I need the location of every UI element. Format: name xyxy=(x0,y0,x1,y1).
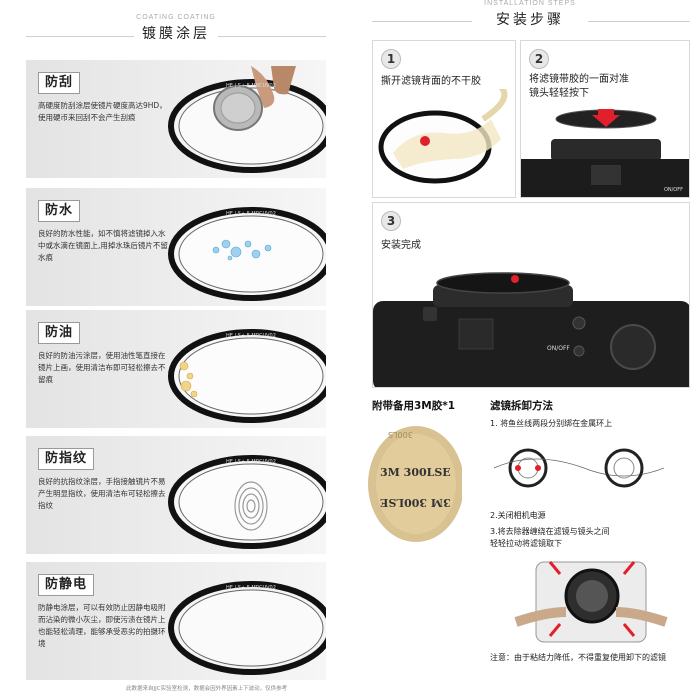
red-marker-dot xyxy=(511,275,519,283)
coating-row-water: 防水 良好的防水性能，如不慎将滤镜掉入水中或水滴在镜面上,用掉水珠后镜片不留水痕… xyxy=(26,188,326,306)
footnote: 此数据来自JJC实验室检测，数据会因外界因素上下波动，仅供参考 xyxy=(126,686,288,692)
filter-ring-image: HE | S+ F-MRCUV02 xyxy=(168,207,326,301)
coating-row-title: 防静电 xyxy=(38,574,95,596)
install-header-cn: 安装步骤 xyxy=(496,12,564,28)
coin-image xyxy=(213,85,263,131)
tape-text: 3M 300LSE xyxy=(380,496,451,509)
filter-ring-image: HE | S+ F-MRCUV02 xyxy=(168,455,326,549)
step-number: 2 xyxy=(529,49,549,69)
coating-header-cn: 镀膜涂层 xyxy=(142,26,210,42)
coating-row-title: 防指纹 xyxy=(38,448,95,470)
install-step-1: 1 撕开滤镜背面的不干胶 xyxy=(372,40,516,198)
header-divider xyxy=(218,36,326,37)
ring-engraving-text: HE | S+ F-MRCUV02 xyxy=(226,585,276,591)
removal-note: 注意：由于粘结力降低，不得重复使用卸下的滤镜 xyxy=(490,653,666,662)
water-drops-image xyxy=(212,239,272,261)
coating-row-title: 防水 xyxy=(38,200,81,222)
coating-header-en: COATING COATING xyxy=(136,14,216,21)
arrow-down-icon xyxy=(592,109,620,127)
camera-installed-image xyxy=(373,272,689,387)
tape-text: 3M 300LSE xyxy=(380,466,451,479)
camera-label: ON/OFF xyxy=(547,345,570,352)
ring-engraving-text: HE | S+ F-MRCUV02 xyxy=(226,459,276,465)
arrow-icon xyxy=(548,623,636,637)
filter-ring-image: HE | S+ F-MRCUV02 xyxy=(168,581,326,675)
coating-row-oil: 防油 良好的防油污涂层，使用油性笔直接在镜片上画，使用清洁布即可轻松擦去不留痕 … xyxy=(26,310,326,428)
removal-step-1: 1. 将鱼丝线两段分别绑在金属环上 xyxy=(490,419,613,428)
coating-row-title: 防油 xyxy=(38,322,81,344)
coating-row-desc: 防静电涂层，可以有效防止因静电吸附而沾染的微小灰尘，即使污渍在镜片上也能轻松清理… xyxy=(38,603,166,648)
header-divider xyxy=(26,36,134,37)
filter-ring-image: HE | S+ F-MRCUV02 xyxy=(168,329,326,423)
fingerprint-icon xyxy=(234,481,268,531)
removal-step-2: 2.关闭相机电源 xyxy=(490,511,546,520)
spare-tape-title: 附带备用3M胶*1 xyxy=(372,400,456,412)
coating-row-desc: 良好的防油污涂层，使用油性笔直接在镜片上画，使用清洁布即可轻松擦去不留痕 xyxy=(38,351,166,384)
camera-label: ON/OFF xyxy=(663,187,683,193)
coating-row-fingerprint: 防指纹 良好的抗指纹涂层，手指接触镜片不易产生明显指纹，使用清洁布可轻松擦去指纹… xyxy=(26,436,326,554)
step-text: 将滤镜带胶的一面对准 镜头轻轻按下 xyxy=(529,74,629,99)
step-text: 撕开滤镜背面的不干胶 xyxy=(381,76,481,87)
step-number: 1 xyxy=(381,49,401,69)
step-text: 安装完成 xyxy=(381,240,421,251)
arrow-icon xyxy=(548,561,636,575)
removal-step-3: 3.将去除器缠绕在滤镜与镜头之间 轻轻拉动将滤镜取下 xyxy=(490,527,610,548)
step-number: 3 xyxy=(381,211,401,231)
ring-engraving-text: HE | S+ F-MRCUV02 xyxy=(226,333,276,339)
coating-row-antistatic: 防静电 防静电涂层，可以有效防止因静电吸附而沾染的微小灰尘，即使污渍在镜片上也能… xyxy=(26,562,326,680)
install-header: INSTALLATION STEPS 安装步骤 xyxy=(370,0,690,29)
install-step-3: 3 安装完成 ON/OFF xyxy=(372,202,690,388)
header-divider xyxy=(588,21,690,22)
mode-dial-icon xyxy=(610,324,656,370)
coating-row-desc: 良好的抗指纹涂层，手指接触镜片不易产生明显指纹，使用清洁布可轻松擦去指纹 xyxy=(38,477,166,510)
fishing-line-image xyxy=(494,448,664,488)
finger-image xyxy=(251,66,296,108)
coating-row-desc: 良好的防水性能，如不慎将滤镜掉入水中或水滴在镜面上,用掉水珠后镜片不留水痕 xyxy=(38,229,168,262)
filter-ring-image: HE | S+ F-MRCUV02 xyxy=(168,66,326,173)
3m-tape-image xyxy=(368,426,462,542)
ring-engraving-text: HE | S+ F-MRCUV02 xyxy=(226,83,276,89)
tape-text: 300LS xyxy=(388,430,413,439)
install-step-2: 2 将滤镜带胶的一面对准 镜头轻轻按下 ON/OFF xyxy=(520,40,690,198)
press-filter-image xyxy=(521,109,689,197)
coating-row-desc: 高硬度防刮涂层使镜片硬度高达9HD，使用硬币来回刮不会产生刮痕 xyxy=(38,101,167,122)
ring-engraving-text: HE | S+ F-MRCUV02 xyxy=(226,211,276,217)
oil-drops-image xyxy=(179,361,198,398)
install-header-en: INSTALLATION STEPS xyxy=(484,0,576,7)
removal-demo-image xyxy=(514,561,668,643)
peel-adhesive-image xyxy=(378,89,508,184)
coating-header: COATING COATING 镀膜涂层 xyxy=(26,14,326,43)
red-marker-dot xyxy=(420,136,430,146)
header-divider xyxy=(372,21,472,22)
coating-row-title: 防刮 xyxy=(38,72,81,94)
removal-title: 滤镜拆卸方法 xyxy=(490,400,553,412)
coating-row-scratch: 防刮 高硬度防刮涂层使镜片硬度高达9HD，使用硬币来回刮不会产生刮痕 HE | … xyxy=(26,60,326,178)
